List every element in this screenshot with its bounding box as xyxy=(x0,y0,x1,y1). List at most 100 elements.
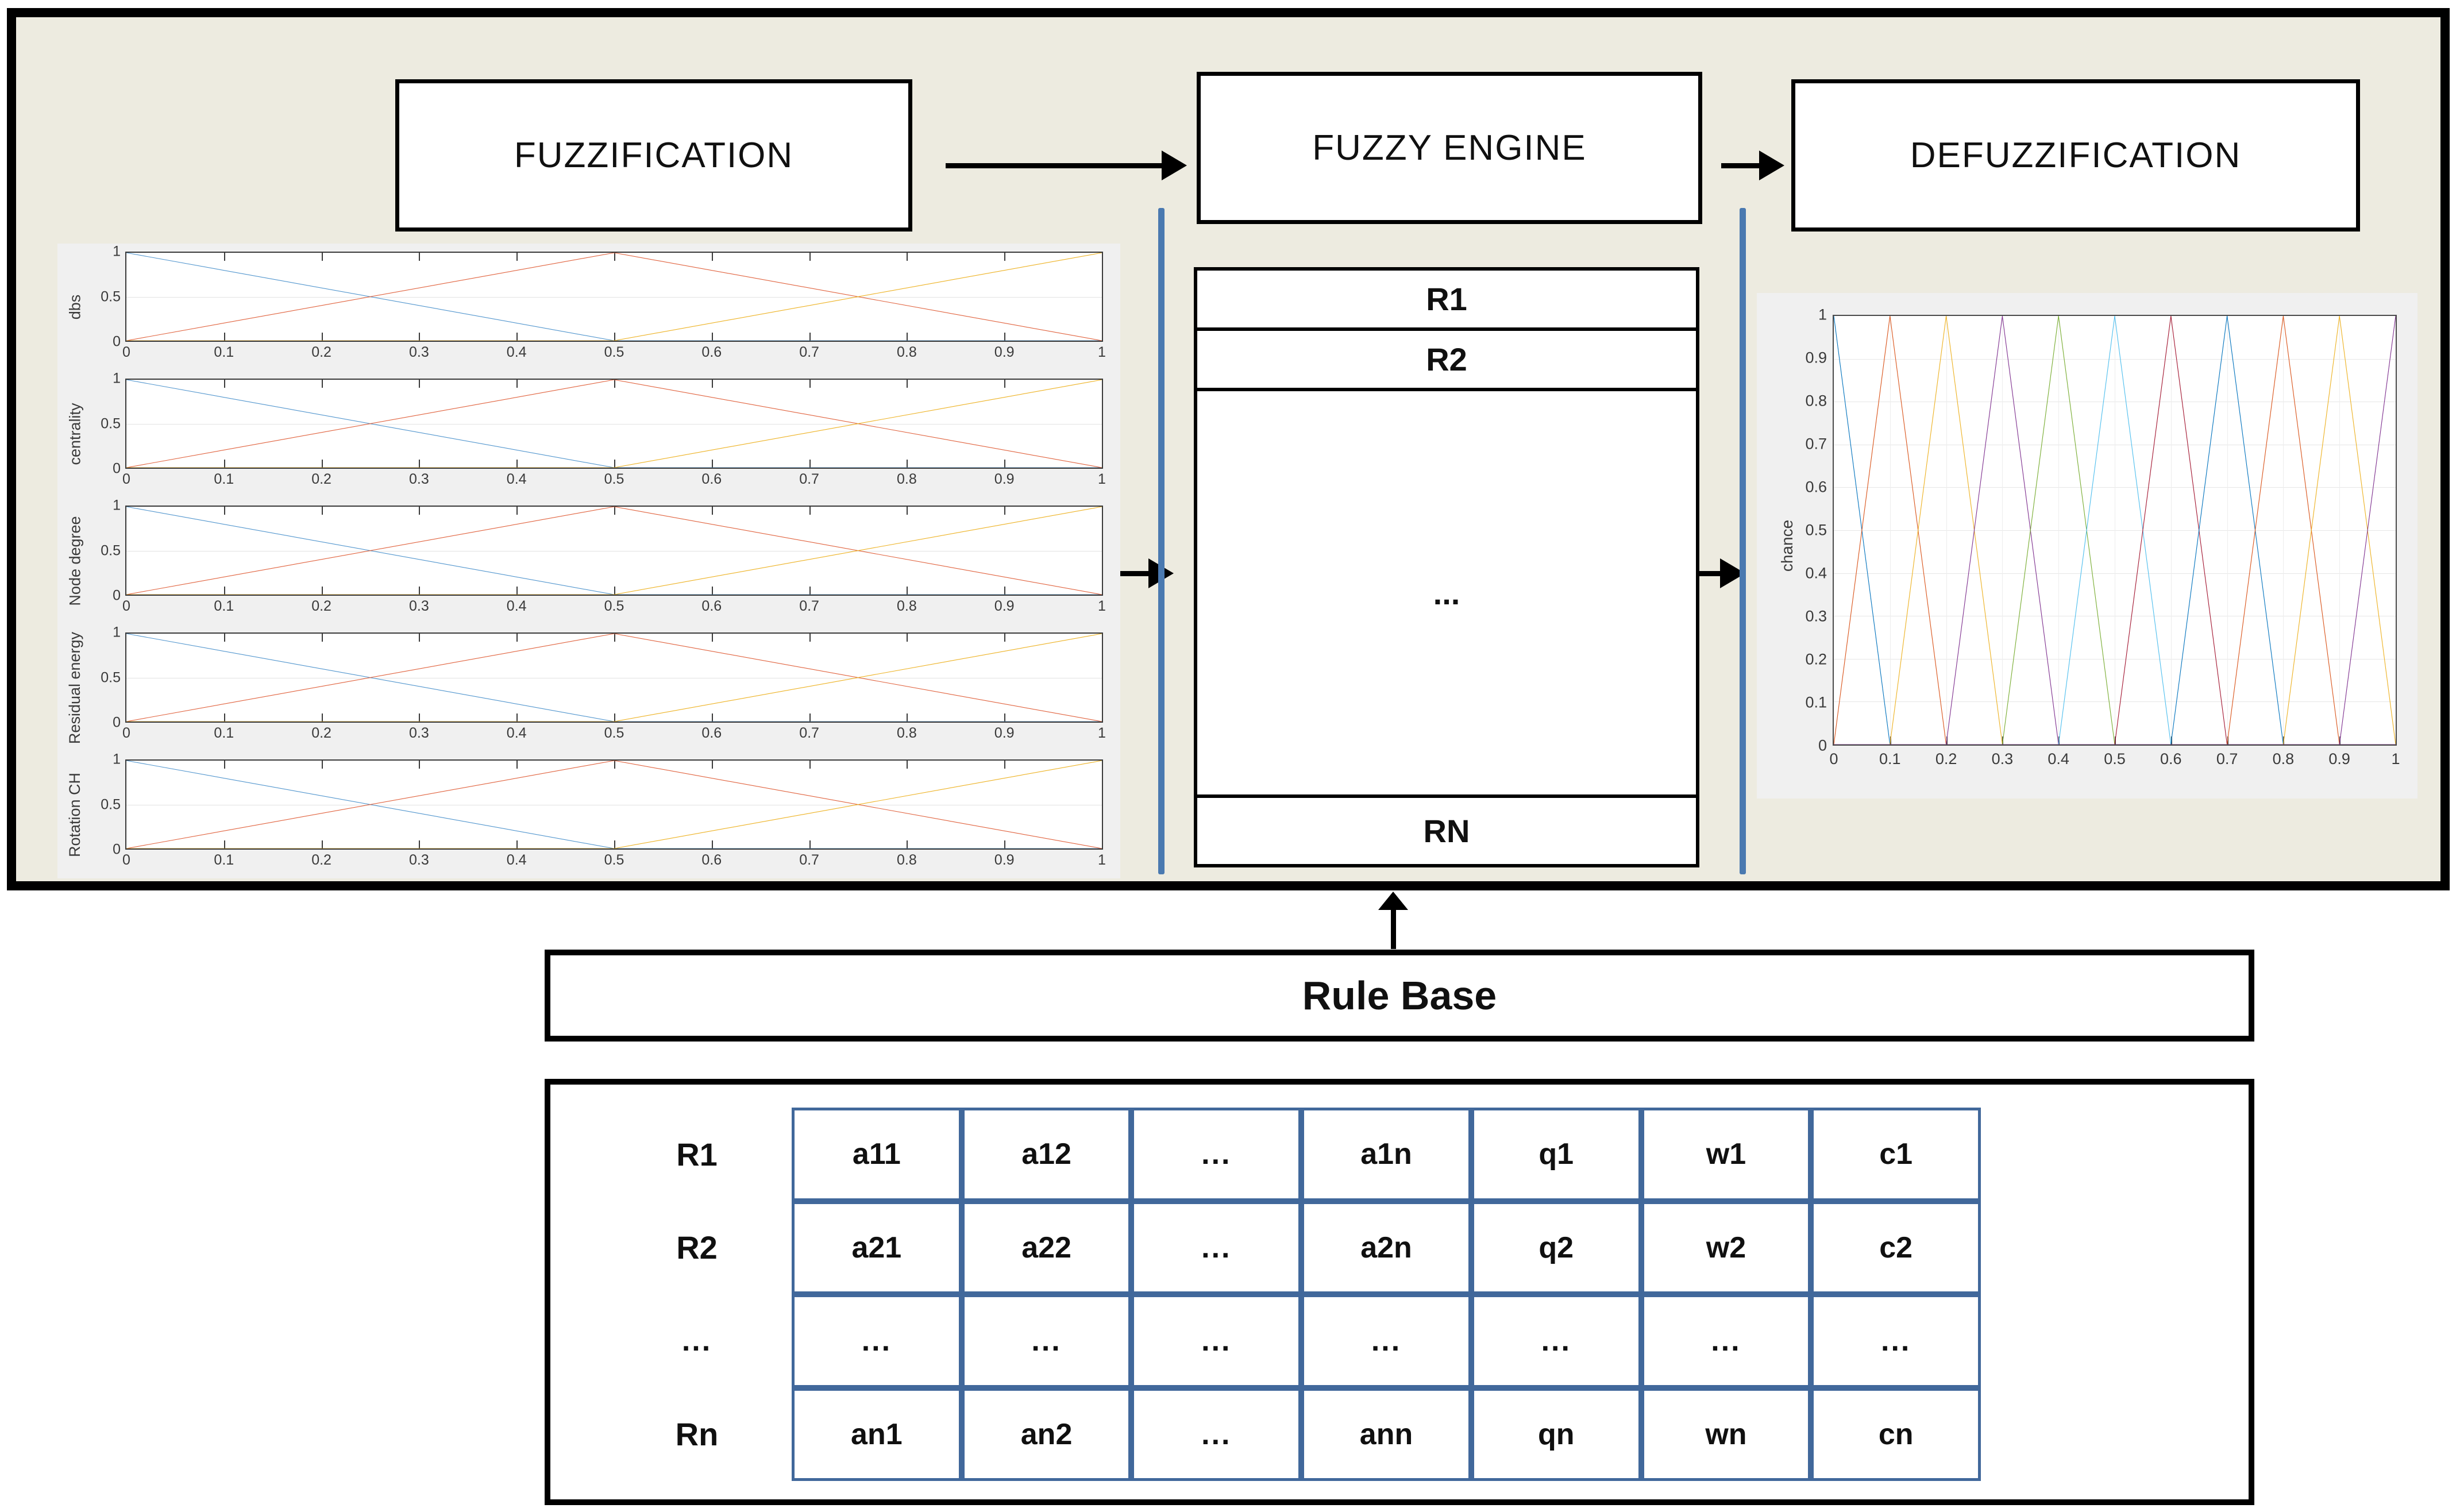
defuzz-x-tick-label: 0.1 xyxy=(1879,750,1901,767)
table-cell[interactable]: a1n xyxy=(1301,1108,1471,1201)
table-cell[interactable]: a12 xyxy=(961,1108,1132,1201)
table-cell[interactable]: ... xyxy=(1131,1294,1302,1388)
x-tick-mark xyxy=(1004,253,1006,261)
defuzzification-box[interactable]: DEFUZZIFICATION xyxy=(1791,79,2360,232)
x-tick-label: 0.9 xyxy=(994,344,1015,360)
table-cell[interactable]: an1 xyxy=(792,1387,962,1481)
x-tick-mark xyxy=(516,713,518,722)
table-cell[interactable]: ... xyxy=(1811,1294,1981,1388)
x-tick-label: 0.4 xyxy=(506,344,527,360)
x-tick-mark xyxy=(321,840,323,848)
x-tick-mark xyxy=(223,380,225,388)
x-tick-label: 1 xyxy=(1098,344,1106,360)
defuzz-y-tick-label: 0.4 xyxy=(1805,564,1827,582)
series-line-medium xyxy=(126,253,1102,341)
defuzz-y-tick-label: 0.6 xyxy=(1805,478,1827,496)
table-cell[interactable]: a2n xyxy=(1301,1201,1471,1294)
rule-base-title-box[interactable]: Rule Base xyxy=(545,950,2254,1042)
defuzz-x-tick-label: 0.7 xyxy=(2216,750,2238,767)
table-cell[interactable]: c2 xyxy=(1811,1201,1981,1294)
subplot-y-tick-label: 0 xyxy=(113,841,121,858)
fuzzy-engine-box[interactable]: FUZZY ENGINE xyxy=(1197,72,1702,224)
defuzz-y-tick-label: 0.9 xyxy=(1805,349,1827,367)
rule-rn-label: RN xyxy=(1423,813,1470,849)
rule-item-r2[interactable]: R2 xyxy=(1197,331,1696,391)
subplot-series-svg xyxy=(126,380,1102,468)
fuzzification-box[interactable]: FUZZIFICATION xyxy=(395,79,912,232)
subplot-series-svg xyxy=(126,634,1102,722)
defuzz-series-line xyxy=(1946,316,2059,745)
x-tick-mark xyxy=(614,460,615,468)
subplot-y-axis-label-text: dbs xyxy=(66,294,84,320)
defuzz-x-tick-label: 0 xyxy=(1829,750,1838,767)
subplot-y-tick-label: 0.5 xyxy=(101,669,121,685)
x-tick-mark xyxy=(809,634,811,642)
x-tick-label: 1 xyxy=(1098,598,1106,614)
table-cell[interactable]: ... xyxy=(1131,1201,1302,1294)
x-tick-mark xyxy=(614,761,615,769)
rule-item-r1[interactable]: R1 xyxy=(1197,271,1696,331)
x-tick-label: 0.5 xyxy=(604,725,624,741)
table-cell[interactable]: ... xyxy=(1471,1294,1641,1388)
x-tick-label: 0.2 xyxy=(311,852,331,868)
table-cell[interactable]: ... xyxy=(961,1294,1132,1388)
table-cell[interactable]: ... xyxy=(1301,1294,1471,1388)
table-cell[interactable]: ... xyxy=(1131,1387,1302,1481)
x-tick-mark xyxy=(1004,761,1006,769)
x-tick-mark xyxy=(223,761,225,769)
subplot-y-axis-label: dbs xyxy=(57,244,93,371)
defuzz-series-line xyxy=(1890,316,2003,745)
x-tick-mark xyxy=(1004,380,1006,388)
x-tick-mark xyxy=(809,380,811,388)
x-tick-mark xyxy=(907,587,908,595)
table-cell[interactable]: w1 xyxy=(1641,1108,1811,1201)
x-tick-label: 0.3 xyxy=(409,344,429,360)
x-tick-mark xyxy=(1004,713,1006,722)
x-tick-label: 0.3 xyxy=(409,598,429,614)
table-cell[interactable]: an2 xyxy=(961,1387,1132,1481)
table-cell[interactable]: a21 xyxy=(792,1201,962,1294)
x-tick-label: 0.1 xyxy=(214,598,234,614)
subplot-y-axis-label-text: Node degree xyxy=(66,516,84,606)
table-cell[interactable]: q2 xyxy=(1471,1201,1641,1294)
rule-item-rn[interactable]: RN xyxy=(1197,798,1696,864)
defuzz-y-tick-label: 0 xyxy=(1818,736,1827,754)
table-cell[interactable]: ... xyxy=(792,1294,962,1388)
x-tick-label: 0 xyxy=(122,725,130,741)
series-line-medium xyxy=(126,761,1102,848)
x-tick-mark xyxy=(223,587,225,595)
x-tick-label: 0 xyxy=(122,852,130,868)
table-cell[interactable]: ... xyxy=(1131,1108,1302,1201)
series-line-high xyxy=(126,253,1102,341)
x-tick-mark xyxy=(809,253,811,261)
x-tick-mark xyxy=(614,333,615,341)
rule-r2-label: R2 xyxy=(1426,341,1467,377)
table-cell[interactable]: c1 xyxy=(1811,1108,1981,1201)
table-cell[interactable]: ... xyxy=(1641,1294,1811,1388)
table-cell[interactable]: w2 xyxy=(1641,1201,1811,1294)
x-tick-label: 0 xyxy=(122,344,130,360)
x-tick-mark xyxy=(1004,634,1006,642)
table-cell[interactable]: wn xyxy=(1641,1387,1811,1481)
table-row-label: Rn xyxy=(675,1416,719,1453)
defuzz-series-line xyxy=(2115,316,2227,745)
table-cell[interactable]: ann xyxy=(1301,1387,1471,1481)
x-tick-mark xyxy=(419,253,421,261)
table-cell[interactable]: qn xyxy=(1471,1387,1641,1481)
table-cell[interactable]: cn xyxy=(1811,1387,1981,1481)
table-cell[interactable]: q1 xyxy=(1471,1108,1641,1201)
table-cell[interactable]: a22 xyxy=(961,1201,1132,1294)
x-tick-label: 0.7 xyxy=(799,598,819,614)
fuzzy-engine-label: FUZZY ENGINE xyxy=(1312,128,1587,168)
table-cell[interactable]: a11 xyxy=(792,1108,962,1201)
x-tick-mark xyxy=(1004,587,1006,595)
x-tick-mark xyxy=(321,713,323,722)
